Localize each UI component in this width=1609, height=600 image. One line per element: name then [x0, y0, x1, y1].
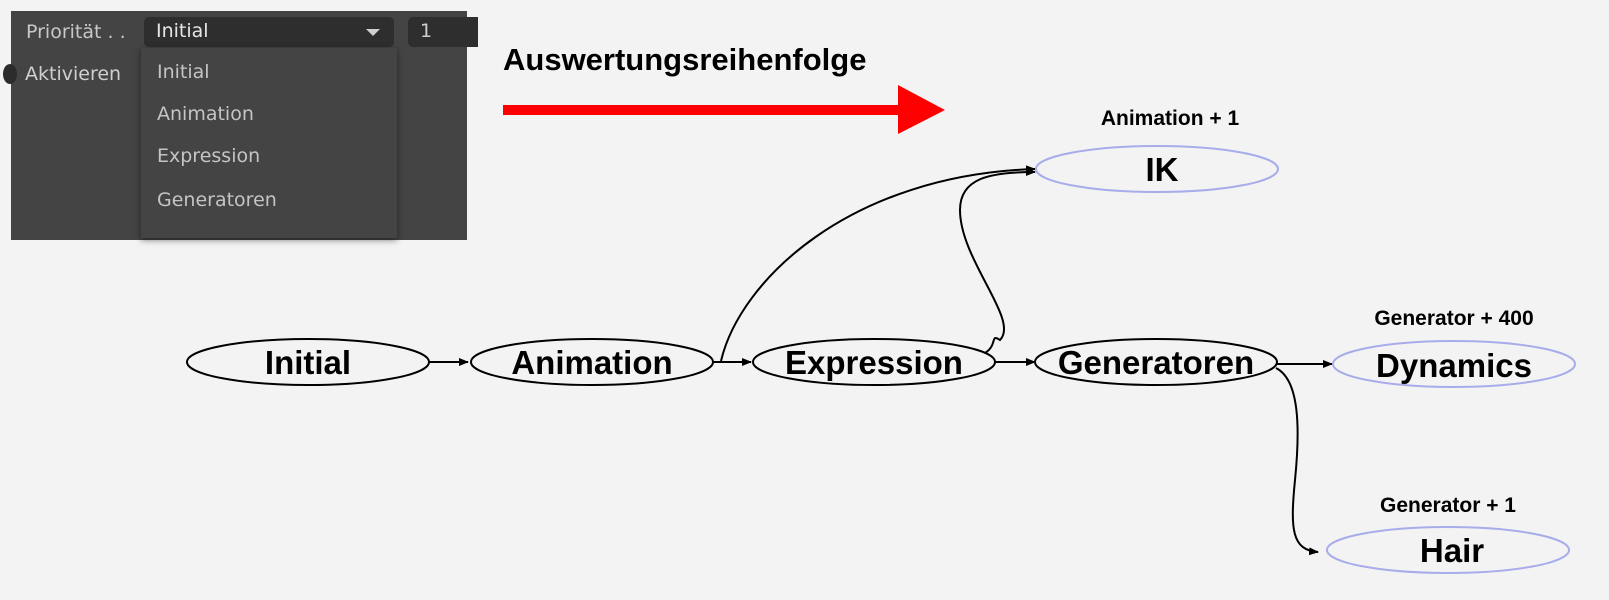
node-hair-label: Hair [1420, 532, 1484, 569]
node-ik [1035, 145, 1279, 193]
dynamics-annotation: Generator + 400 [1374, 307, 1533, 330]
node-expression-label: Expression [785, 344, 963, 381]
priority-number-field[interactable]: 1 [408, 17, 478, 47]
node-animation-label: Animation [511, 344, 672, 381]
hair-annotation: Generator + 1 [1380, 494, 1516, 517]
activate-label[interactable]: Aktivieren [25, 63, 122, 85]
node-generatoren-label: Generatoren [1058, 344, 1254, 381]
node-animation [470, 338, 714, 386]
node-ik-label: IK [1146, 151, 1179, 188]
edge-animation-ik [720, 165, 1036, 362]
node-generatoren [1034, 338, 1278, 386]
node-dynamics [1332, 340, 1576, 388]
priority-number-value: 1 [420, 20, 433, 42]
menu-item-animation[interactable]: Animation [157, 103, 254, 125]
node-dynamics-label: Dynamics [1376, 347, 1532, 384]
priority-panel: Priorität . . Aktivieren Initial 1 Initi… [3, 11, 478, 240]
node-expression [752, 338, 996, 386]
edge-generatoren-hair [1275, 367, 1319, 556]
menu-item-generatoren[interactable]: Generatoren [157, 189, 277, 211]
priority-select-value: Initial [156, 20, 209, 42]
priority-select[interactable]: Initial [144, 17, 394, 47]
edge-expression-ik [947, 168, 1036, 361]
red-order-arrow [503, 85, 945, 134]
node-initial [186, 338, 430, 386]
priority-dropdown-menu: Initial Animation Expression Generatoren [141, 48, 397, 238]
activate-radio[interactable] [3, 64, 17, 84]
menu-item-initial[interactable]: Initial [157, 61, 210, 83]
priority-label: Priorität . . [26, 21, 126, 43]
node-hair [1326, 526, 1570, 574]
diagram-title: Auswertungsreihenfolge [503, 42, 867, 77]
menu-item-expression[interactable]: Expression [157, 145, 261, 167]
chevron-down-icon [366, 29, 380, 36]
ik-annotation: Animation + 1 [1101, 107, 1240, 130]
node-initial-label: Initial [265, 344, 351, 381]
